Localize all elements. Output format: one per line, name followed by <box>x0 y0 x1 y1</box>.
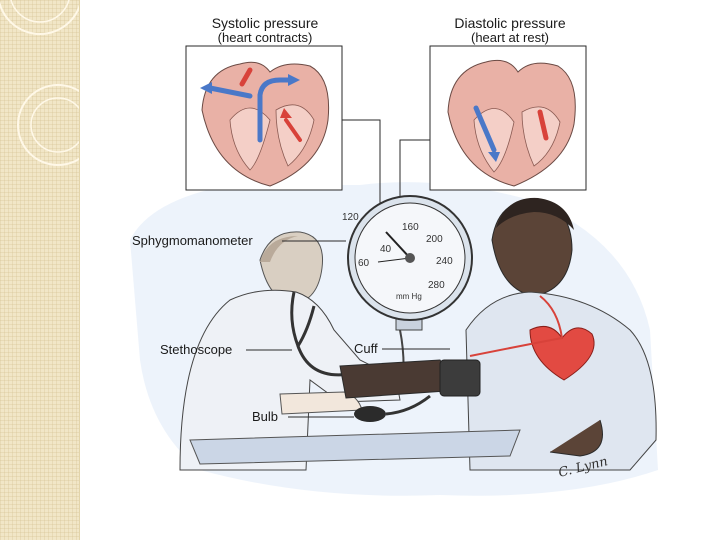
systolic-title: Systolic pressure <box>190 16 340 31</box>
decorative-circles <box>0 0 79 540</box>
gauge-tick-120: 120 <box>342 212 359 223</box>
gauge-tick-200: 200 <box>426 234 443 245</box>
diastolic-title: Diastolic pressure <box>432 16 588 31</box>
gauge-tick-280: 280 <box>428 280 445 291</box>
systolic-subtitle: (heart contracts) <box>190 31 340 45</box>
gauge-tick-240: 240 <box>436 256 453 267</box>
diastolic-subtitle: (heart at rest) <box>432 31 588 45</box>
bulb-label: Bulb <box>252 409 278 424</box>
gauge-tick-40: 40 <box>380 244 391 255</box>
gauge-unit: mm Hg <box>396 292 422 301</box>
systolic-heart-panel <box>186 46 342 190</box>
gauge-tick-160: 160 <box>402 222 419 233</box>
blood-pressure-illustration: Systolic pressure (heart contracts) Dias… <box>110 0 670 540</box>
decorative-side-strip <box>0 0 80 540</box>
gauge-tick-60: 60 <box>358 258 369 269</box>
stethoscope-label: Stethoscope <box>160 342 232 357</box>
cuff-shape <box>440 360 480 396</box>
sphygmomanometer-label: Sphygmomanometer <box>132 233 253 248</box>
diastolic-heart-panel <box>430 46 586 190</box>
bulb-shape <box>354 406 386 422</box>
cuff-label: Cuff <box>354 341 378 356</box>
